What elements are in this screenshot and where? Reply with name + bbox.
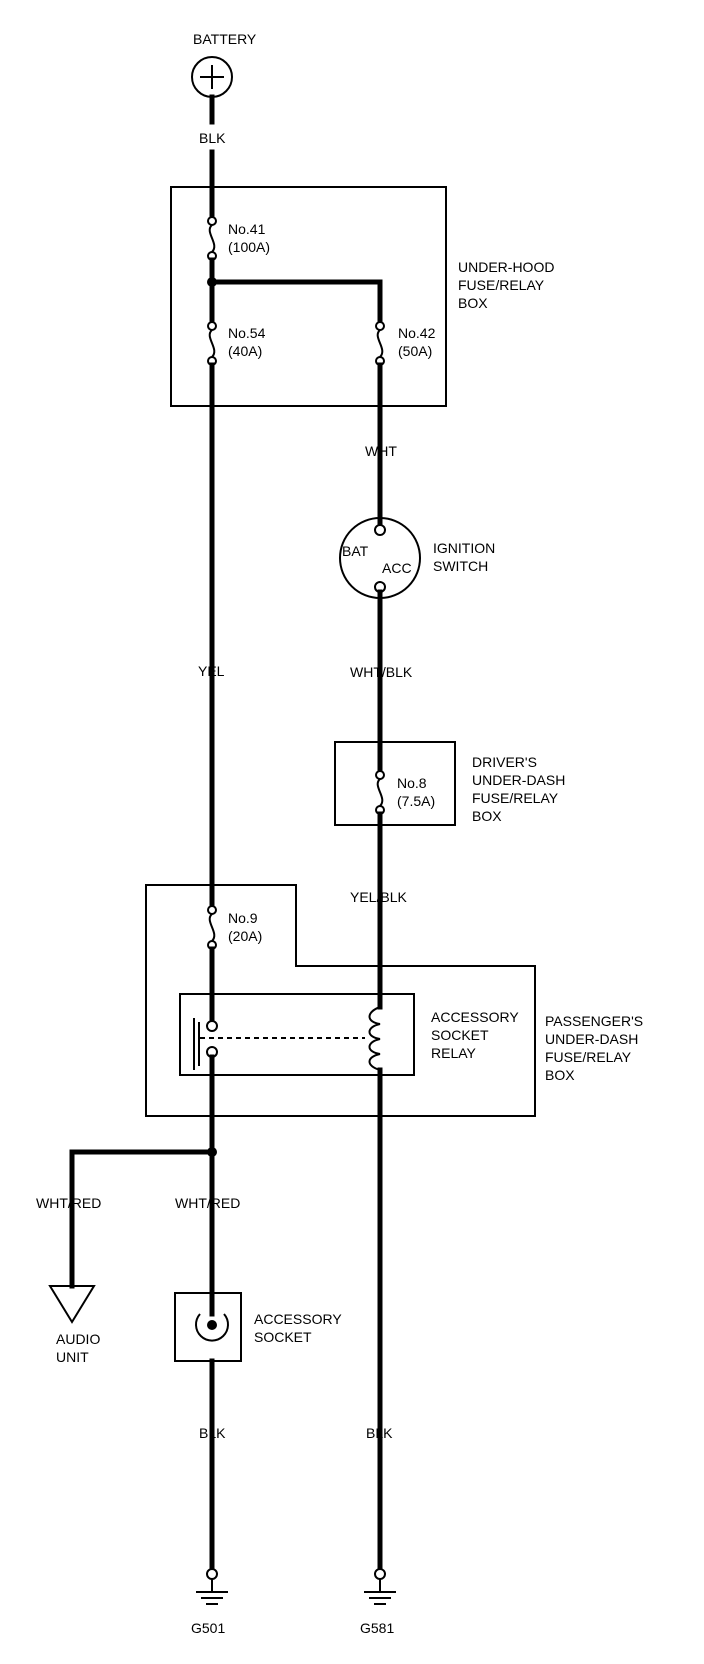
fuse-no9-name: No.9 (228, 910, 258, 926)
fuse-no54-name: No.54 (228, 325, 266, 341)
svg-text:DRIVER'S: DRIVER'S (472, 754, 537, 770)
fuse-no41-symbol (207, 216, 217, 261)
ignition-switch-label-2: SWITCH (433, 558, 488, 574)
wire-color-yel-blk: YEL/BLK (350, 889, 407, 905)
svg-text:SOCKET: SOCKET (254, 1329, 312, 1345)
svg-text:UNDER-DASH: UNDER-DASH (472, 772, 565, 788)
accessory-socket-label: ACCESSORY SOCKET (254, 1311, 342, 1345)
fuse-no41-name: No.41 (228, 221, 266, 237)
under-hood-fuse-relay-box (170, 186, 447, 407)
accessory-socket-relay (179, 993, 415, 1076)
fuse-no9-symbol (207, 905, 217, 950)
fuse-no8-rating: (7.5A) (397, 793, 435, 809)
svg-text:BOX: BOX (458, 295, 488, 311)
svg-text:ACCESSORY: ACCESSORY (254, 1311, 342, 1327)
audio-unit-label: AUDIO UNIT (56, 1331, 100, 1365)
wire-color-wht-red-audio: WHT/RED (36, 1195, 101, 1211)
relay-switch-symbol (193, 1018, 365, 1070)
wire-color-wht-red-socket: WHT/RED (175, 1195, 240, 1211)
fuse-no54-symbol (207, 321, 217, 366)
passengers-box-label: PASSENGER'S UNDER-DASH FUSE/RELAY BOX (545, 1013, 643, 1083)
svg-text:ACCESSORY: ACCESSORY (431, 1009, 519, 1025)
svg-text:BOX: BOX (472, 808, 502, 824)
ignition-switch-label-1: IGNITION (433, 540, 495, 556)
fuse-no42-symbol (375, 321, 385, 366)
ground-g501-label: G501 (191, 1620, 225, 1636)
svg-text:SOCKET: SOCKET (431, 1027, 489, 1043)
wire-color-blk-top: BLK (199, 130, 226, 146)
fuse-no54-rating: (40A) (228, 343, 262, 359)
wire-wht-red-audio (69, 1149, 215, 1289)
fuse-no42-rating: (50A) (398, 343, 432, 359)
fuse-no8-name: No.8 (397, 775, 427, 791)
accessory-socket (174, 1292, 242, 1362)
drivers-box-label: DRIVER'S UNDER-DASH FUSE/RELAY BOX (472, 754, 565, 824)
svg-text:UNDER-HOOD: UNDER-HOOD (458, 259, 554, 275)
under-hood-box-label: UNDER-HOOD FUSE/RELAY BOX (458, 259, 554, 311)
fuse-no42-name: No.42 (398, 325, 436, 341)
wire-branch-no42 (209, 279, 383, 325)
passengers-under-dash-box (145, 884, 536, 1117)
battery-icon (191, 56, 233, 98)
ground-g501-icon (196, 1568, 228, 1605)
fuse-no41-rating: (100A) (228, 239, 270, 255)
svg-text:FUSE/RELAY: FUSE/RELAY (458, 277, 545, 293)
svg-text:AUDIO: AUDIO (56, 1331, 100, 1347)
svg-text:UNIT: UNIT (56, 1349, 89, 1365)
wire-color-blk-g501: BLK (199, 1425, 226, 1441)
ground-g581-icon (364, 1568, 396, 1605)
ignition-acc-terminal: ACC (382, 560, 412, 576)
ignition-bat-terminal: BAT (342, 543, 369, 559)
relay-label: ACCESSORY SOCKET RELAY (431, 1009, 519, 1061)
fuse-no9-rating: (20A) (228, 928, 262, 944)
svg-text:UNDER-DASH: UNDER-DASH (545, 1031, 638, 1047)
svg-text:PASSENGER'S: PASSENGER'S (545, 1013, 643, 1029)
svg-text:FUSE/RELAY: FUSE/RELAY (472, 790, 559, 806)
wire-color-blk-g581: BLK (366, 1425, 393, 1441)
svg-text:FUSE/RELAY: FUSE/RELAY (545, 1049, 632, 1065)
ground-g581-label: G581 (360, 1620, 394, 1636)
drivers-under-dash-box (334, 741, 456, 826)
wire-color-wht: WHT (365, 443, 397, 459)
svg-text:RELAY: RELAY (431, 1045, 477, 1061)
wire-color-wht-blk: WHT/BLK (350, 664, 413, 680)
wire-color-yel: YEL (198, 663, 225, 679)
battery-label: BATTERY (193, 31, 257, 47)
relay-coil-symbol (368, 1006, 381, 1071)
socket-symbol (195, 1313, 229, 1342)
audio-unit-connector (48, 1285, 96, 1324)
svg-text:BOX: BOX (545, 1067, 575, 1083)
fuse-no8-symbol (375, 770, 385, 815)
